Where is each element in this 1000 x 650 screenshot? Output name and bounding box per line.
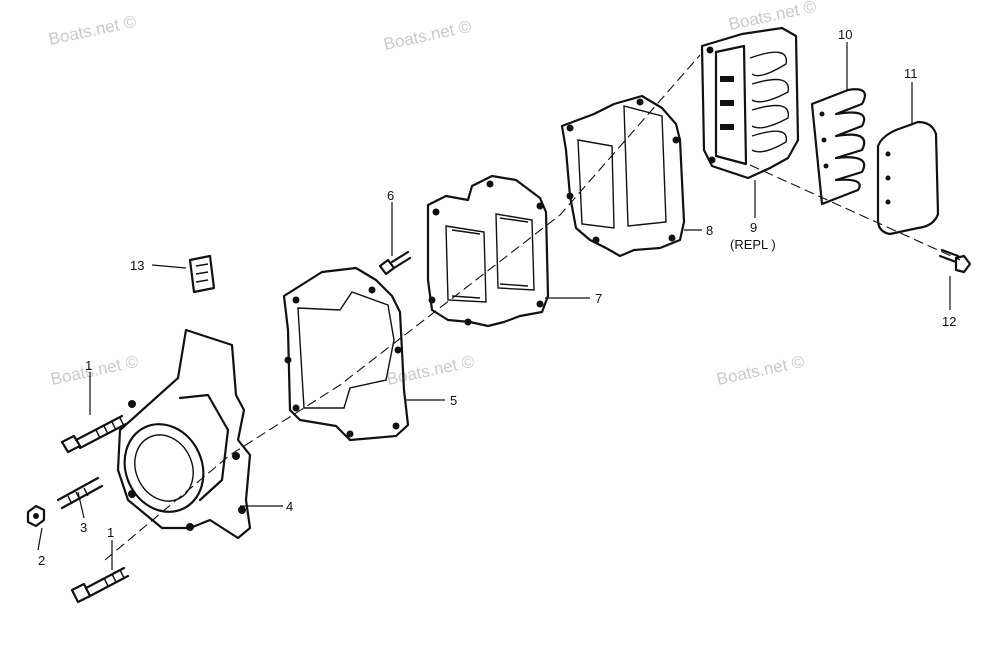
callout-4: 4 bbox=[286, 499, 293, 514]
watermark: Boats.net © bbox=[385, 352, 477, 389]
callouts: 1 1 2 3 4 5 6 7 8 9 (REPL ) 10 11 12 13 bbox=[38, 27, 956, 568]
callout-8: 8 bbox=[706, 223, 713, 238]
decal-13 bbox=[188, 254, 216, 294]
callout-1-upper: 1 bbox=[85, 358, 92, 373]
nut bbox=[26, 504, 46, 528]
adapter-housing bbox=[116, 328, 252, 540]
stud bbox=[56, 476, 104, 510]
leader-lines bbox=[37, 42, 951, 570]
callout-10: 10 bbox=[838, 27, 852, 42]
callout-1-lower: 1 bbox=[107, 525, 114, 540]
watermark: Boats.net © bbox=[382, 17, 474, 54]
screw-12 bbox=[938, 248, 972, 274]
screw-6 bbox=[378, 250, 412, 276]
watermark: Boats.net © bbox=[715, 352, 807, 389]
callout-9-note: (REPL ) bbox=[730, 237, 776, 252]
watermark: Boats.net © bbox=[47, 12, 139, 49]
callout-5: 5 bbox=[450, 393, 457, 408]
callout-12: 12 bbox=[942, 314, 956, 329]
reed-cage-9 bbox=[700, 26, 800, 180]
assembly-centerline bbox=[104, 54, 961, 561]
callout-13: 13 bbox=[130, 258, 144, 273]
reed-stop-11 bbox=[876, 120, 940, 236]
callout-3: 3 bbox=[80, 520, 87, 535]
callout-7: 7 bbox=[595, 291, 602, 306]
watermark: Boats.net © bbox=[49, 352, 141, 389]
gasket-5 bbox=[282, 266, 410, 442]
callout-9: 9 bbox=[750, 220, 757, 235]
reed-plate-7 bbox=[426, 174, 550, 328]
callout-2: 2 bbox=[38, 553, 45, 568]
bolt-upper bbox=[60, 414, 128, 454]
gasket-8 bbox=[560, 94, 686, 258]
bolt-lower bbox=[70, 566, 130, 604]
reed-petal-10 bbox=[810, 88, 866, 206]
callout-11: 11 bbox=[904, 66, 918, 81]
callout-6: 6 bbox=[387, 188, 394, 203]
